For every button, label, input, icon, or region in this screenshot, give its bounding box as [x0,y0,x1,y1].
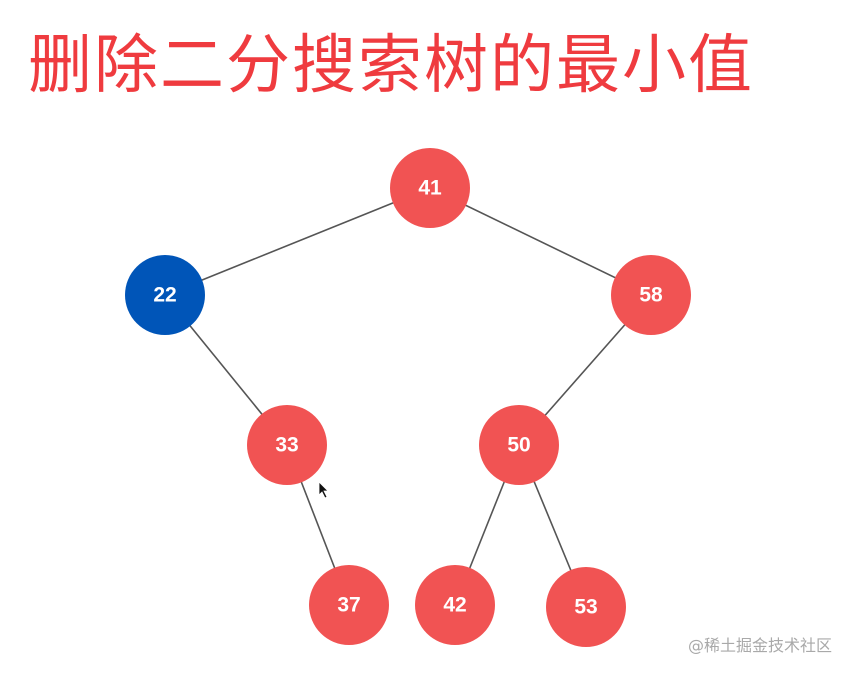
tree-node-label: 50 [507,434,530,457]
tree-node-circle [415,565,495,645]
tree-node-53: 53 [546,567,626,647]
tree-node-circle [247,405,327,485]
tree-node-circle [309,565,389,645]
tree-node-circle [479,405,559,485]
mouse-cursor-icon [318,481,329,499]
tree-edge-41-58 [429,187,652,296]
tree-node-circle [611,255,691,335]
tree-node-42: 42 [415,565,495,645]
tree-node-33: 33 [247,405,327,485]
page-title: 删除二分搜索树的最小值 [28,29,754,103]
tree-node-circle [125,255,205,335]
tree-node-label: 42 [443,594,466,617]
tree-node-22: 22 [125,255,205,335]
tree-node-37: 37 [309,565,389,645]
tree-node-label: 58 [639,284,663,307]
tree-node-circle [390,148,470,228]
tree-node-label: 41 [418,177,442,200]
watermark: @稀土掘金技术社区 [687,636,832,655]
tree-edges [164,187,652,608]
tree-nodes: 41 22 58 33 50 37 42 53 [125,148,691,647]
tree-node-circle [546,567,626,647]
tree-node-58: 58 [611,255,691,335]
tree-node-label: 53 [574,596,597,619]
tree-node-41: 41 [390,148,470,228]
tree-node-50: 50 [479,405,559,485]
tree-node-label: 37 [337,594,360,617]
tree-edge-41-22 [164,187,431,296]
tree-node-label: 33 [275,434,298,457]
tree-node-label: 22 [153,284,176,307]
